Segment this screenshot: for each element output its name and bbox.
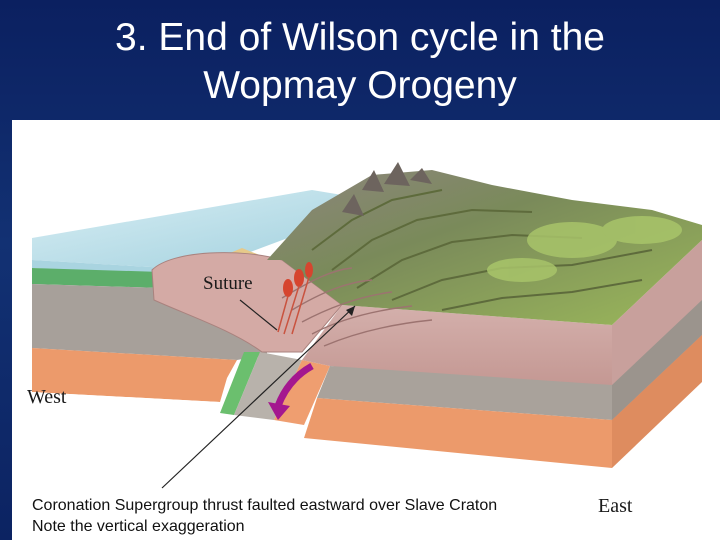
- orange-layer-east: [304, 398, 612, 468]
- grey-layer-east-side: [612, 300, 702, 420]
- orange-layer-west: [32, 348, 237, 402]
- wilson-cycle-block-diagram: Suture West East Coronation Supergroup t…: [12, 120, 720, 540]
- figure-caption: Coronation Supergroup thrust faulted eas…: [32, 495, 497, 537]
- green-highlands: [487, 216, 682, 282]
- west-label: West: [27, 386, 67, 408]
- subduction-arrow: [274, 362, 314, 408]
- caption-line-1: Coronation Supergroup thrust faulted eas…: [32, 497, 498, 514]
- slide-title: 3. End of Wilson cycle in the Wopmay Oro…: [0, 14, 720, 110]
- ocean-surface: [32, 190, 384, 270]
- suture-label: Suture: [203, 273, 253, 294]
- subducting-green-slab: [220, 352, 260, 415]
- suture-pointer: [239, 299, 278, 331]
- magma-plumes: [283, 262, 313, 297]
- block-diagram-illustration: [32, 162, 702, 489]
- subducting-orange-slab: [274, 360, 330, 425]
- grey-layer-west: [32, 284, 267, 360]
- mountain-peaks: [342, 162, 432, 216]
- lower-mantle-west: [32, 392, 220, 465]
- caption-line-2: Note the vertical exaggeration: [32, 518, 245, 535]
- title-line-1: 3. End of Wilson cycle in the: [115, 16, 605, 59]
- title-line-2: Wopmay Orogeny: [203, 64, 517, 107]
- subducting-grey-slab: [234, 352, 302, 420]
- subduction-arrowhead: [268, 402, 290, 420]
- green-layer-west: [32, 268, 162, 288]
- caption-pointer-line: [161, 305, 356, 489]
- caption-pointer-arrowhead: [346, 306, 355, 316]
- orange-layer-east-side: [612, 335, 702, 468]
- eastern-crust-front: [302, 305, 612, 385]
- east-label: East: [598, 495, 633, 517]
- grey-layer-east: [317, 366, 612, 420]
- magma-conduits: [277, 276, 310, 335]
